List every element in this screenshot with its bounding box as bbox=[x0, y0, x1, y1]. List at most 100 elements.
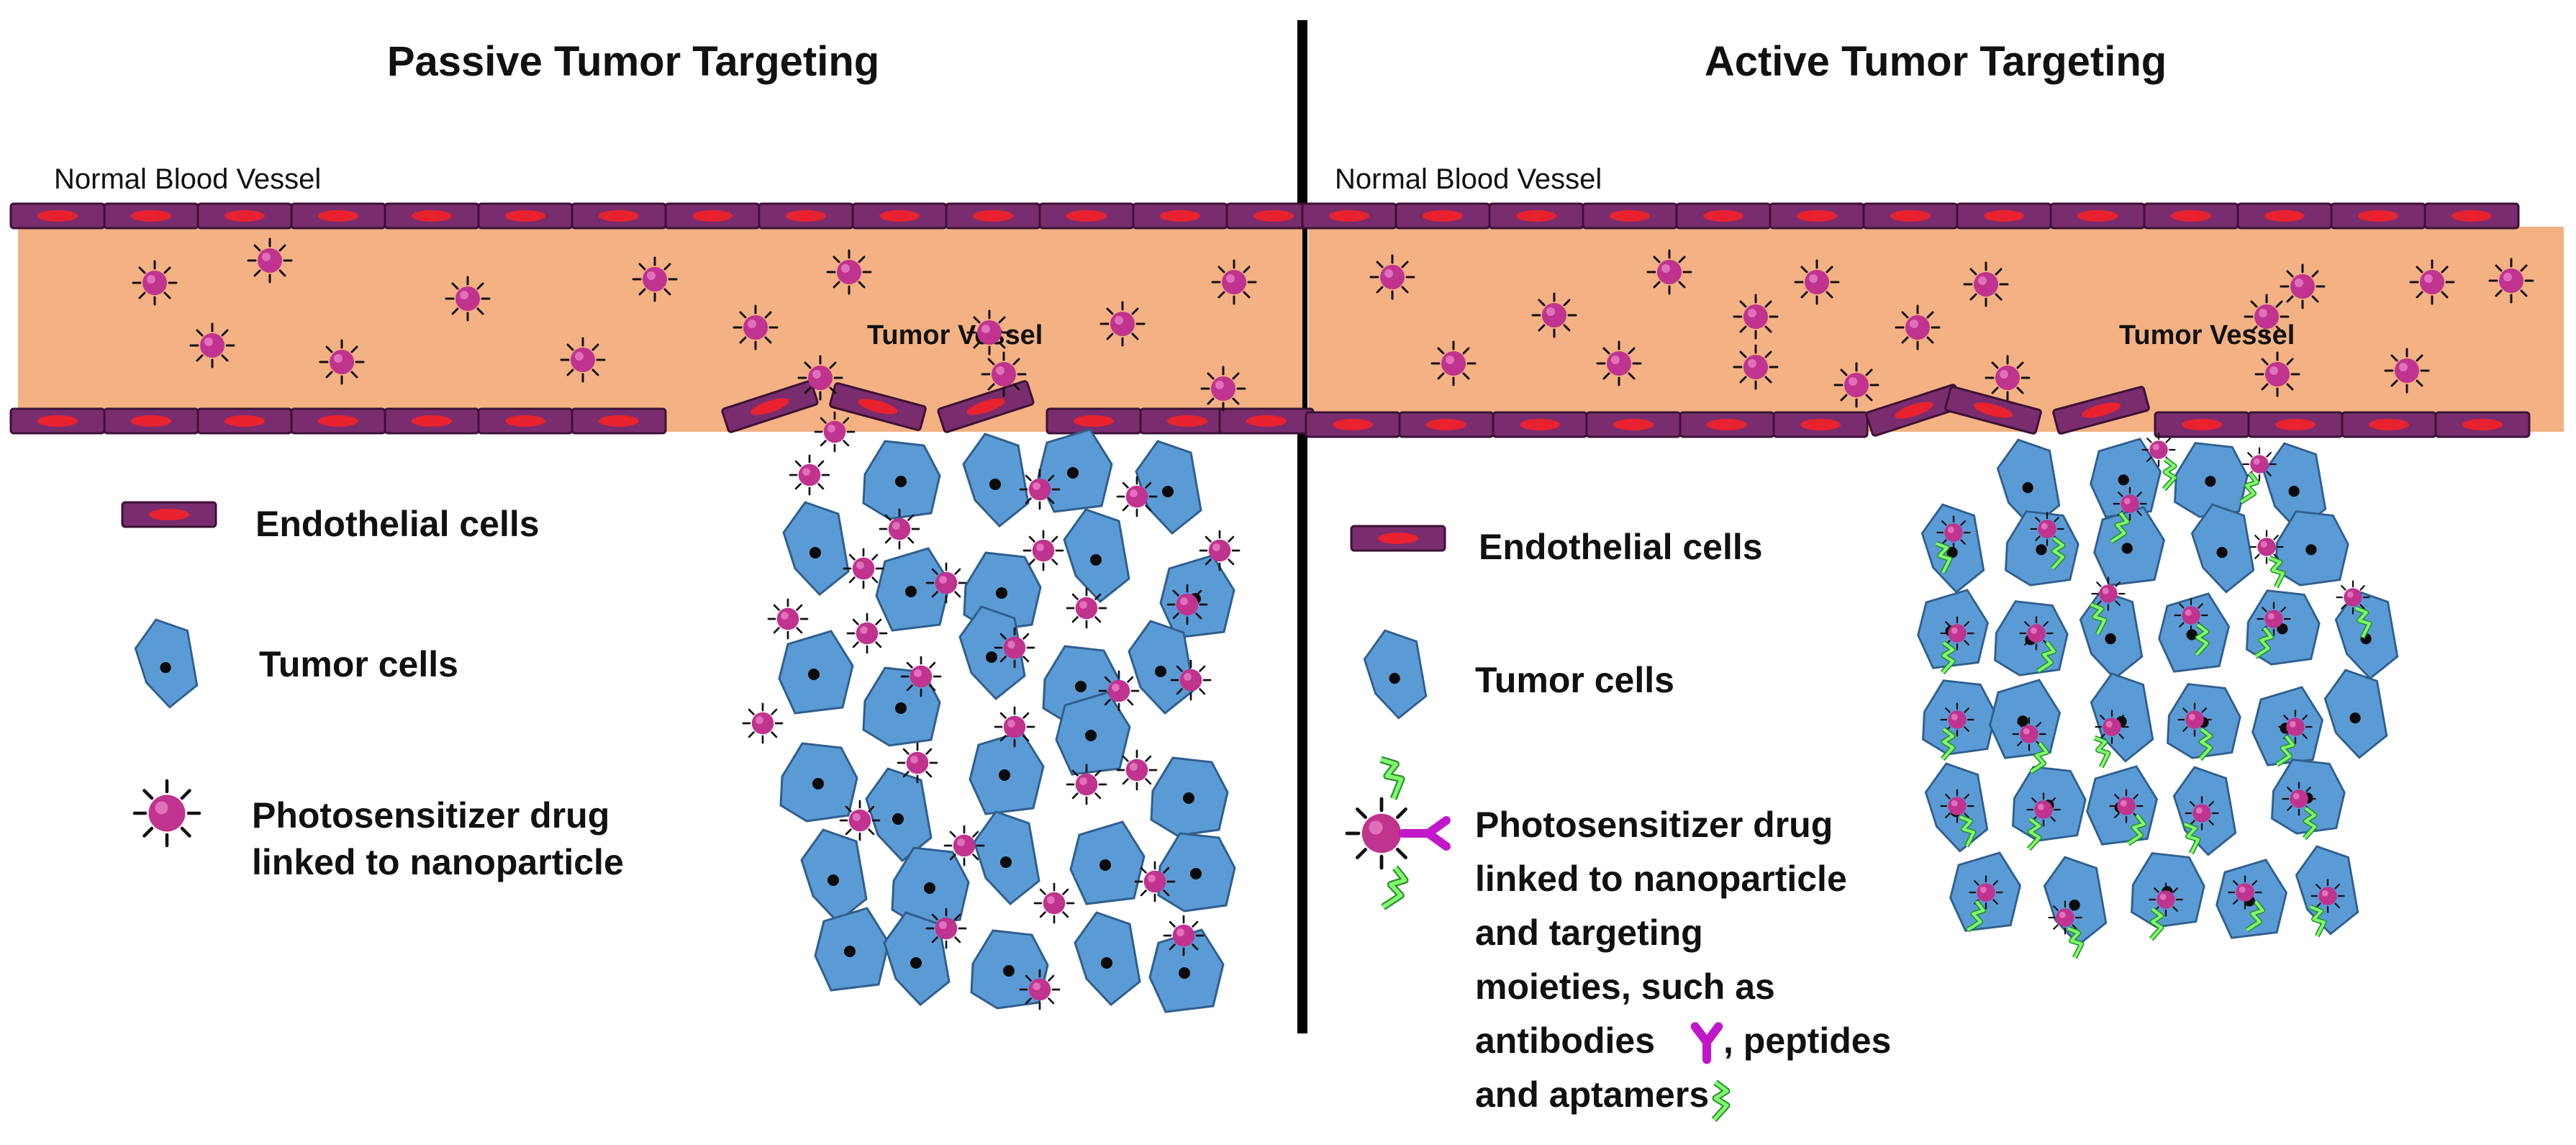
endothelial-cell bbox=[1582, 202, 1678, 230]
endothelial-cell bbox=[2247, 411, 2344, 438]
tumor-cell bbox=[2190, 503, 2255, 594]
nanoparticle-drug bbox=[1116, 476, 1158, 517]
nanoparticle-drug bbox=[767, 598, 809, 640]
nanoparticle-drug bbox=[943, 825, 985, 866]
endothelial-cell bbox=[9, 202, 106, 230]
nanoparticle-drug bbox=[839, 800, 881, 841]
tumor-cell bbox=[1989, 679, 2061, 759]
nanoparticle-drug bbox=[1166, 584, 1208, 625]
endothelial-cell bbox=[1305, 411, 1401, 438]
nanoparticle-drug bbox=[814, 411, 856, 453]
tumor-cell bbox=[1150, 756, 1229, 837]
tumor-cell bbox=[1128, 620, 1195, 715]
nanoparticle-drug bbox=[1199, 530, 1241, 571]
nanoparticle-drug bbox=[843, 548, 884, 589]
tumor-cell bbox=[800, 828, 868, 923]
nanoparticle-drug bbox=[900, 656, 942, 697]
nanoparticle-drug bbox=[2336, 580, 2370, 615]
nanoparticle-drug bbox=[1066, 764, 1107, 805]
endothelial-cell bbox=[851, 202, 948, 230]
passive-legend-drug-line2: linked to nanoparticle bbox=[252, 842, 624, 882]
endothelial-cell bbox=[1492, 411, 1588, 438]
endothelial-cell bbox=[2330, 202, 2426, 230]
nanoparticle-drug bbox=[189, 322, 235, 368]
endothelial-cell bbox=[477, 202, 573, 230]
tumor-cell bbox=[779, 742, 858, 823]
endothelial-cell bbox=[384, 202, 480, 230]
antibody-icon bbox=[1695, 1026, 1718, 1059]
nanoparticle-drug bbox=[1098, 670, 1140, 712]
active-legend-drug-line6: and aptamers bbox=[1475, 1074, 1709, 1115]
active-legend-tumor: Tumor cells bbox=[1475, 660, 1674, 700]
nanoparticle-drug bbox=[1430, 340, 1477, 386]
tumor-cell bbox=[2131, 852, 2205, 928]
nanoparticle-drug bbox=[1969, 875, 2003, 910]
nanoparticle-drug bbox=[132, 260, 178, 306]
nanoparticle-drug bbox=[2242, 447, 2277, 481]
endothelial-cell bbox=[1772, 411, 1869, 438]
nanoparticle-drug bbox=[1022, 530, 1064, 571]
nanoparticle-drug bbox=[1369, 254, 1415, 300]
nanoparticle-drug bbox=[2409, 259, 2455, 305]
nanoparticle-drug bbox=[2257, 602, 2291, 636]
aptamer-icon bbox=[1714, 1082, 1727, 1120]
endothelial-cell bbox=[196, 202, 293, 230]
tumor-cell bbox=[865, 767, 933, 862]
nanoparticle-drug bbox=[445, 276, 491, 322]
endothelial-cell bbox=[2341, 411, 2437, 438]
endothelial-cell bbox=[1862, 202, 1959, 230]
endothelial-cell bbox=[1132, 202, 1228, 230]
tumor-cell-icon bbox=[1363, 629, 1428, 720]
nanoparticle-drug bbox=[1940, 789, 1974, 823]
endothelial-cell bbox=[2049, 202, 2146, 230]
nanoparticle-drug bbox=[1963, 261, 2009, 307]
endothelial-cell bbox=[2236, 202, 2333, 230]
nanoparticle-drug bbox=[826, 249, 872, 295]
active-legend-endothelial: Endothelial cells bbox=[1479, 527, 1763, 567]
antibody-icon bbox=[1399, 816, 1451, 851]
active-legend-drug-line2: linked to nanoparticle bbox=[1475, 859, 1847, 899]
nanoparticle-drug bbox=[846, 612, 888, 654]
nanoparticle-drug bbox=[1099, 301, 1146, 347]
nanoparticle-drug bbox=[1646, 249, 1692, 295]
nanoparticle-drug bbox=[925, 908, 967, 949]
endothelial-cell bbox=[1488, 202, 1584, 230]
endothelial-cell bbox=[196, 407, 293, 435]
active-legend-drug-line5a: antibodies bbox=[1475, 1020, 1655, 1061]
nanoparticle-drug bbox=[1985, 355, 2031, 401]
nanoparticle-drug bbox=[966, 309, 1012, 356]
nanoparticle-drug bbox=[2113, 486, 2147, 521]
tumor-cell bbox=[1157, 832, 1236, 913]
nanoparticle-drug bbox=[2384, 348, 2430, 394]
nanoparticle-drug bbox=[1596, 340, 1642, 386]
tumor-cell bbox=[1074, 911, 1141, 1006]
endothelial-cell bbox=[103, 407, 199, 435]
active-legend-drug-line4: moieties, such as bbox=[1475, 967, 1775, 1007]
nanoparticle-drug bbox=[797, 355, 843, 401]
passive-legend-endothelial: Endothelial cells bbox=[255, 504, 540, 544]
endothelial-cell bbox=[945, 202, 1041, 230]
nanoparticle-drug bbox=[1163, 915, 1205, 956]
endothelial-cell bbox=[1769, 202, 1865, 230]
active-title: Active Tumor Targeting bbox=[1705, 38, 2167, 85]
nanoparticle-drug bbox=[879, 508, 920, 550]
targeted-nanoparticle-icon bbox=[1347, 755, 1451, 910]
active-legend-drug-line5b: , peptides bbox=[1723, 1020, 1891, 1061]
tumor-cell bbox=[973, 810, 1040, 905]
active-legend-drug-line3: and targeting bbox=[1475, 913, 1703, 953]
endothelial-cell bbox=[1218, 407, 1315, 435]
nanoparticle-drug bbox=[994, 627, 1035, 669]
endothelial-cell bbox=[1675, 202, 1772, 230]
endothelial-cell bbox=[758, 202, 854, 230]
nanoparticle-drug bbox=[1019, 469, 1061, 510]
active-legend-drug-line1: Photosensitizer drug bbox=[1475, 805, 1833, 845]
tumor-cell bbox=[962, 433, 1030, 528]
endothelial-cell bbox=[1046, 407, 1142, 435]
endothelial-cell bbox=[1956, 202, 2052, 230]
nanoparticle-drug bbox=[1066, 587, 1107, 629]
endothelial-cell bbox=[2143, 202, 2239, 230]
endothelial-cell bbox=[384, 407, 480, 435]
nanoparticle-drug bbox=[2249, 530, 2284, 564]
nanoparticle-drug bbox=[994, 706, 1035, 748]
nanoparticle-drug bbox=[733, 304, 779, 350]
